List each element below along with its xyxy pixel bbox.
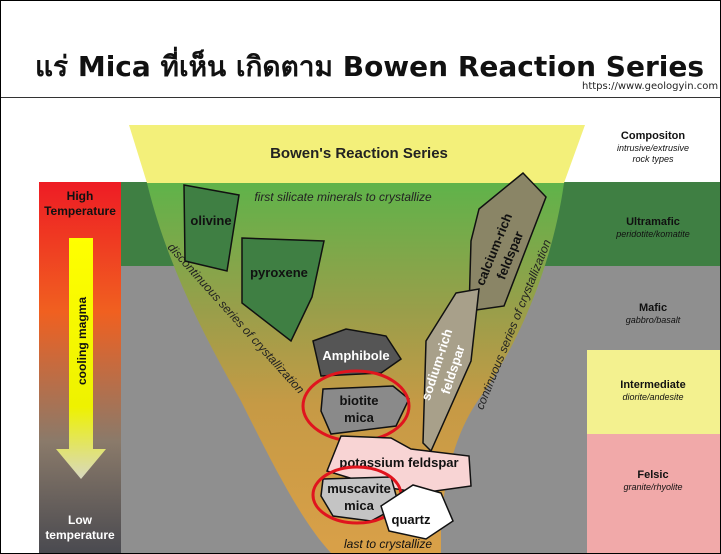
- slide-title: แร่ Mica ที่เห็น เกิดตาม Bowen Reaction …: [35, 50, 705, 83]
- biotite-shape: [320, 385, 410, 435]
- calcium-feldspar-shape: [468, 171, 547, 312]
- diagram-header: Bowen's Reaction Series: [270, 145, 448, 162]
- composition-header-cell: [587, 98, 720, 182]
- high-label-2: Temperature: [44, 204, 116, 218]
- low-label: Low: [68, 513, 93, 527]
- high-label: High: [67, 189, 94, 203]
- mafic-label: Mafic: [639, 302, 667, 314]
- composition-subtitle-2: rock types: [632, 154, 674, 164]
- ultramafic-cell: [587, 182, 720, 266]
- intermediate-label: Intermediate: [620, 379, 685, 391]
- quartz-shape: [380, 484, 454, 540]
- cooling-magma-label: cooling magma: [75, 297, 89, 385]
- composition-title: Compositon: [621, 130, 685, 142]
- header-band: [129, 125, 585, 183]
- potassium-feldspar-label: potassium feldspar: [339, 455, 458, 470]
- biotite-label-2: mica: [344, 410, 374, 425]
- muscovite-label-2: mica: [344, 498, 374, 513]
- bottom-text: last to crystallize: [344, 537, 432, 551]
- source-url: https://www.geologyin.com: [582, 81, 719, 92]
- biotite-label: biotite: [340, 393, 379, 408]
- title-divider: [1, 97, 720, 98]
- felsic-cell: [587, 434, 720, 553]
- mafic-rocks: gabbro/basalt: [626, 315, 681, 325]
- amphibole-label: Amphibole: [322, 348, 389, 363]
- ultramafic-rocks: peridotite/komatite: [615, 229, 690, 239]
- felsic-label: Felsic: [637, 469, 668, 481]
- cooling-arrow: [56, 238, 106, 479]
- amphibole-shape: [312, 328, 403, 377]
- pyroxene-shape: [241, 237, 325, 343]
- felsic-rocks: granite/rhyolite: [623, 482, 682, 492]
- olivine-label: olivine: [190, 213, 231, 228]
- ultramafic-label: Ultramafic: [626, 216, 680, 228]
- olivine-shape: [183, 184, 240, 272]
- intermediate-cell: [587, 350, 720, 434]
- pyroxene-label: pyroxene: [250, 265, 308, 280]
- top-text: first silicate minerals to crystallize: [254, 190, 432, 204]
- muscovite-label: muscavite: [327, 481, 391, 496]
- low-label-2: temperature: [45, 528, 115, 542]
- intermediate-rocks: diorite/andesite: [622, 392, 683, 402]
- mafic-cell: [587, 266, 720, 350]
- composition-subtitle: intrusive/extrusive: [617, 143, 689, 153]
- quartz-label: quartz: [392, 512, 432, 527]
